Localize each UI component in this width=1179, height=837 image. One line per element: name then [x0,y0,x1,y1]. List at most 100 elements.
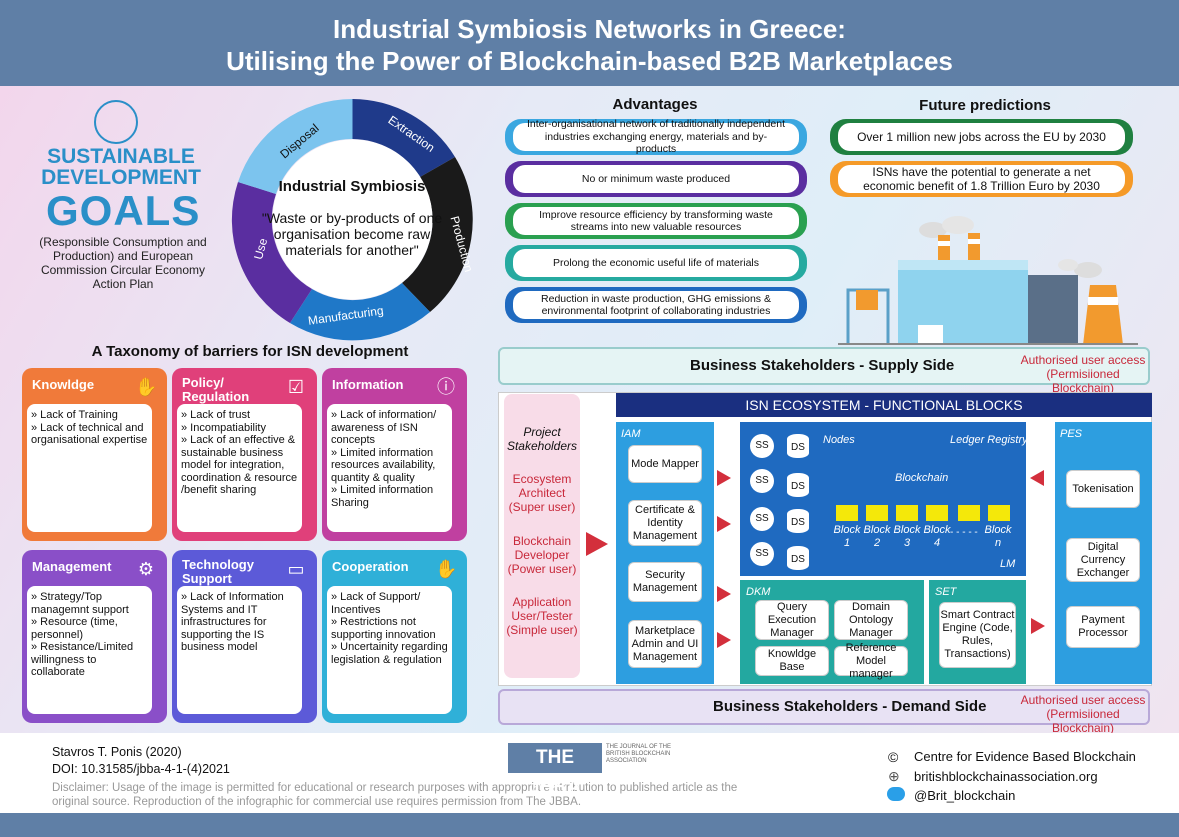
role-user: Application User/Tester (Simple user) [506,595,578,637]
advantage-item: Prolong the economic useful life of mate… [505,245,807,281]
sdg-goals: GOALS [46,187,201,234]
sdg-line-2: DEVELOPMENT [41,166,201,189]
ledger-registry-label: Ledger Registry [950,434,1028,446]
footer-link-website[interactable]: britishblockchainassociation.org [914,769,1098,784]
security-management: Security Management [628,562,702,602]
twitter-icon [887,787,905,801]
ds-node: DS [787,546,809,570]
barriers-title: A Taxonomy of barriers for ISN developme… [91,343,409,360]
digital-currency-exchanger: Digital Currency Exchanger [1066,538,1140,582]
arrow-right-icon [717,586,731,602]
block [836,505,858,521]
jbba-subtitle: THE JOURNAL OF THE BRITISH BLOCKCHAIN AS… [606,744,672,764]
jbba-logo: THE JBBA [508,743,602,798]
advantages-title: Advantages [612,96,698,113]
demand-access: Authorised user access(Permisiioned Bloc… [1020,693,1146,735]
policy-icon: ☑ [287,377,305,397]
lm-label: LM [1000,558,1016,570]
footer-link-cebb[interactable]: Centre for Evidence Based Blockchain [914,749,1136,764]
barrier-card-knowledge: Knowldge ✋ » Lack of Training» Lack of t… [22,368,167,541]
symbiosis-title: Industrial Symbiosis [278,178,426,195]
set-label: SET [935,586,957,598]
arrow-left-icon [1030,470,1044,486]
advantage-item: Improve resource efficiency by transform… [505,203,807,239]
tokenisation: Tokenisation [1066,470,1140,508]
iam-label: IAM [621,428,641,440]
globe-icon: ⊕ [888,768,900,784]
symbiosis-ring: Disposal Extraction Production Manufactu… [231,99,475,341]
ring-disposal [238,99,353,194]
block [958,505,980,521]
monitor-icon: ▭ [287,559,305,579]
ring-extraction [352,99,455,177]
handshake-icon: ✋ [435,559,458,579]
block-label: Block 2 [863,524,891,549]
footer-doi: DOI: 10.31585/jbba-4-1-(4)2021 [52,762,230,776]
ds-node: DS [787,434,809,458]
barrier-card-cooperation: Cooperation ✋ » Lack of Support/ Incenti… [322,550,467,723]
project-stakeholders-title: Project Stakeholders [506,425,578,453]
ds-node: DS [787,509,809,533]
domain-ontology-manager: Domain Ontology Manager [834,600,908,640]
certificate-identity-management: Certificate & Identity Management [628,500,702,546]
block [866,505,888,521]
footer-author: Stavros T. Ponis (2020) [52,745,182,759]
ss-node: SS [750,507,774,531]
block-label: Block 3 [893,524,921,549]
block [988,505,1010,521]
smart-contract-engine: Smart Contract Engine (Code, Rules, Tran… [939,602,1016,668]
block-label: Block 1 [833,524,861,549]
pes-label: PES [1060,428,1083,440]
footer-disclaimer: Disclaimer: Usage of the image is permit… [52,782,738,808]
barrier-card-technology: Technology Support ▭ » Lack of Informati… [172,550,317,723]
arrow-right-icon [717,470,731,486]
ring-use [231,182,312,323]
demand-side-title: Business Stakeholders - Demand Side [713,698,987,715]
title-line-1: Industrial Symbiosis Networks in Greece: [333,14,846,44]
ss-node: SS [750,469,774,493]
header: Industrial Symbiosis Networks in Greece:… [0,0,1179,86]
arrow-right-icon [1031,618,1045,634]
knowledge-base: Knowldge Base [755,646,829,676]
supply-side-bar [498,347,1150,385]
supply-side-title: Business Stakeholders - Supply Side [690,357,955,374]
future-item: ISNs have the potential to generate a ne… [830,161,1133,197]
symbiosis-quote: "Waste or by-products of one organisatio… [261,210,443,258]
ecosystem-title: ISN ECOSYSTEM - FUNCTIONAL BLOCKS [616,393,1152,417]
ds-node: DS [787,473,809,497]
arrow-right-icon [717,516,731,532]
ss-node: SS [750,434,774,458]
project-stakeholders [504,394,580,678]
advantage-item: Reduction in waste production, GHG emiss… [505,287,807,323]
footer-link-twitter[interactable]: @Brit_blockchain [914,788,1016,803]
ring-label-use: Use [251,236,270,261]
block [926,505,948,521]
payment-processor: Payment Processor [1066,606,1140,648]
reference-model-manager: Reference Model manager [834,642,908,680]
ring-manufacturing [290,283,430,341]
mode-mapper: Mode Mapper [628,445,702,483]
sdg-subtitle: (Responsible Consumption and Production)… [39,235,207,291]
future-item: Over 1 million new jobs across the EU by… [830,119,1133,155]
title-line-2: Utilising the Power of Blockchain-based … [226,46,953,76]
advantage-item: No or minimum waste produced [505,161,807,197]
barrier-card-management: Management ⚙ » Strategy/Top managemnt su… [22,550,167,723]
ring-production [402,157,473,312]
block-dots: - - - - - [950,527,978,538]
query-execution-manager: Query Execution Manager [755,600,829,640]
barrier-card-information: Information ⓘ » Lack of information/ awa… [322,368,467,541]
advantage-item: Inter-organisational network of traditio… [505,118,807,155]
future-title: Future predictions [919,97,1051,114]
arrow-right-icon [586,532,608,556]
marketplace-admin: Marketplace Admin and UI Management [628,620,702,668]
sdg-line-1: SUSTAINABLE [47,145,195,168]
un-globe-icon [94,100,138,144]
blockchain-label: Blockchain [895,472,949,484]
ss-node: SS [750,542,774,566]
dkm-label: DKM [746,586,771,598]
block-label: Block 4 [923,524,951,549]
role-architect: Ecosystem Architect (Super user) [508,472,576,514]
supply-access: Authorised user access(Permisiioned Bloc… [1020,353,1146,395]
nodes-label: Nodes [823,434,855,446]
block [896,505,918,521]
